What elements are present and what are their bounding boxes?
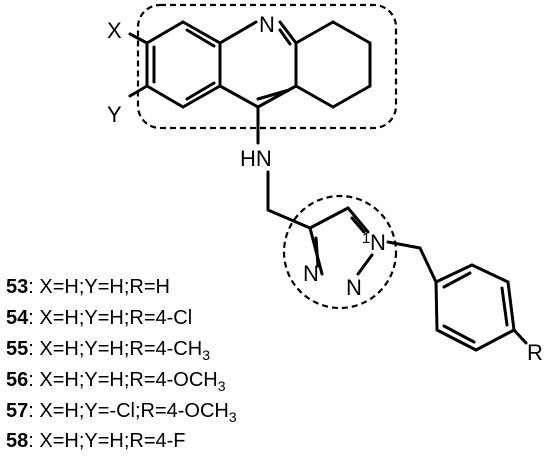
ch2-triazole-bond [266,208,312,230]
triazole-ring [308,206,374,276]
compound-item: 56: X=H;Y=H;R=4-OCH3 [6,369,226,394]
compound-item: 58: X=H;Y=H;R=4-F [6,430,186,452]
triazole-n1-locant: 1 [362,230,370,247]
triazole-n3-label: N [303,261,319,286]
ch2-phenyl-bond [418,246,438,284]
triazole-n2-label: N [346,275,362,300]
r-bond [512,328,528,345]
y-bond [128,84,149,98]
compound-item: 55: X=H;Y=H;R=4-CH3 [6,338,210,363]
x-bond [128,32,149,45]
triazole-n1-label: N [370,230,386,255]
x-label: X [107,18,122,43]
n1-ch2-bond [386,240,422,250]
phenyl-ring [434,263,516,352]
compound-item: 53: X=H;Y=H;R=H [6,276,170,298]
compound-item: 57: X=H;Y=-Cl;R=4-OCH3 [6,400,237,425]
r-label: R [527,340,543,365]
cyclohexene-ring [294,20,372,109]
benzo-ring [145,20,222,109]
compound-item: 54: X=H;Y=H;R=4-Cl [6,307,192,329]
compound-list: 53: X=H;Y=H;R=H 54: X=H;Y=H;R=4-Cl 55: X… [6,276,237,452]
triazole-highlight-circle [282,194,398,310]
acridine-n-label: N [259,12,275,37]
hn-label: HN [240,146,272,171]
y-label: Y [107,102,122,127]
pyridine-ring [218,20,298,109]
